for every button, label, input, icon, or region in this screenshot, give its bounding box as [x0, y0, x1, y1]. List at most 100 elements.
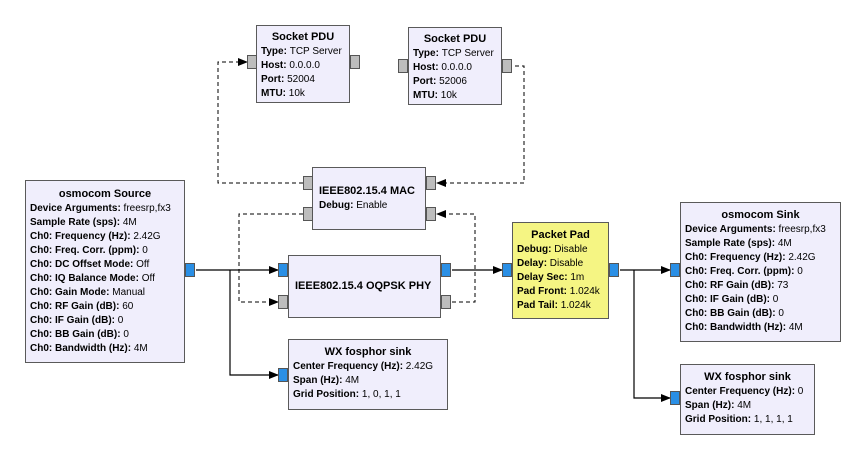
- param-value: 1, 0, 1, 1: [361, 389, 401, 400]
- osmocom-source-out-port[interactable]: [185, 263, 195, 277]
- phy-stream-in-port[interactable]: [278, 263, 288, 277]
- param-value: Off: [141, 273, 155, 284]
- param-value: 2.42G: [788, 252, 816, 263]
- param-value: 4M: [737, 400, 752, 411]
- param-separator: :: [399, 361, 406, 372]
- param-separator: :: [281, 74, 288, 85]
- param-value: 1, 1, 1, 1: [753, 414, 793, 425]
- phy-txin-port[interactable]: [278, 295, 288, 309]
- param-value: TCP Server: [441, 48, 494, 59]
- param-key: Center Frequency (Hz): [293, 361, 400, 372]
- param-value: 0.0.0.0: [289, 60, 320, 71]
- param-separator: :: [136, 245, 143, 256]
- param-separator: :: [283, 46, 290, 57]
- param-separator: :: [433, 76, 440, 87]
- osmocom-sink-block[interactable]: osmocom Sink Device Arguments: freesrp,f…: [680, 202, 841, 342]
- param-separator: :: [771, 280, 778, 291]
- connection-mac-to-socket1[interactable]: [217, 58, 303, 184]
- param-value: 0: [797, 386, 804, 397]
- block-title: Socket PDU: [271, 31, 335, 43]
- block-title: WX fosphor sink: [324, 346, 412, 358]
- param-separator: :: [283, 60, 290, 71]
- socket-pdu-1-pdus-out-port[interactable]: [350, 55, 360, 69]
- block-param: Span (Hz): 4M: [685, 399, 810, 413]
- block-param: Ch0: Frequency (Hz): 2.42G: [30, 230, 180, 244]
- param-key: Ch0: RF Gain (dB): [30, 301, 117, 312]
- wx-fosphor-sink-block-1[interactable]: WX fosphor sink Center Frequency (Hz): 2…: [288, 339, 448, 410]
- param-separator: :: [435, 62, 442, 73]
- param-value: Manual: [112, 287, 146, 298]
- mac-app-in-port[interactable]: [426, 176, 436, 190]
- block-param: Center Frequency (Hz): 0: [685, 385, 810, 399]
- block-param: Ch0: RF Gain (dB): 60: [30, 300, 180, 314]
- param-value: Disable: [549, 258, 584, 269]
- param-key: Center Frequency (Hz): [685, 386, 792, 397]
- param-key: Span (Hz): [685, 400, 732, 411]
- block-param: Ch0: IF Gain (dB): 0: [685, 293, 836, 307]
- block-param: Sample Rate (sps): 4M: [30, 216, 180, 230]
- block-param: Debug: Enable: [319, 199, 421, 213]
- param-key: Ch0: Frequency (Hz): [30, 231, 128, 242]
- block-param: Ch0: IF Gain (dB): 0: [30, 314, 180, 328]
- fosphor-2-in-port[interactable]: [670, 391, 680, 405]
- param-key: Ch0: Frequency (Hz): [685, 252, 783, 263]
- ieee802154-oqpsk-phy-block[interactable]: IEEE802.15.4 OQPSK PHY: [288, 255, 441, 318]
- block-param: Ch0: Freq. Corr. (ppm): 0: [30, 244, 180, 258]
- param-value: 4M: [345, 375, 360, 386]
- param-value: freesrp,fx3: [778, 224, 826, 235]
- block-title: IEEE802.15.4 MAC: [319, 185, 415, 197]
- packet-pad-out-port[interactable]: [609, 263, 619, 277]
- block-param: Grid Position: 1, 0, 1, 1: [293, 388, 443, 402]
- osmocom-source-block[interactable]: osmocom Source Device Arguments: freesrp…: [25, 180, 185, 363]
- block-param: Host: 0.0.0.0: [261, 59, 345, 73]
- block-param: Pad Tail: 1.024k: [517, 299, 604, 313]
- mac-app-out-port[interactable]: [303, 176, 313, 190]
- mac-pdu-out-port[interactable]: [303, 207, 313, 221]
- param-value: 1.024k: [560, 300, 591, 311]
- ieee802154-mac-block[interactable]: IEEE802.15.4 MAC Debug: Enable: [312, 167, 426, 230]
- param-key: Ch0: Bandwidth (Hz): [30, 343, 128, 354]
- param-separator: :: [772, 224, 779, 235]
- param-key: Device Arguments: [30, 203, 118, 214]
- param-separator: :: [771, 238, 778, 249]
- param-separator: :: [782, 252, 789, 263]
- block-title: IEEE802.15.4 OQPSK PHY: [295, 280, 432, 292]
- param-key: Grid Position: [685, 414, 748, 425]
- param-separator: :: [106, 287, 113, 298]
- block-param: Ch0: Bandwidth (Hz): 4M: [30, 342, 180, 356]
- param-key: Type: [261, 46, 284, 57]
- phy-rxout-port[interactable]: [441, 295, 451, 309]
- param-value: Disable: [554, 244, 588, 255]
- block-param: Host: 0.0.0.0: [413, 61, 497, 75]
- param-separator: :: [127, 343, 134, 354]
- param-separator: :: [564, 272, 571, 283]
- socket-pdu-1-pdus-in-port[interactable]: [247, 55, 257, 69]
- param-value: 73: [777, 280, 789, 291]
- param-key: Grid Position: [293, 389, 356, 400]
- connection-phy-to-mac[interactable]: [436, 210, 476, 303]
- connection-packetpad-to-fosphor2[interactable]: [633, 270, 671, 402]
- connection-mac-to-phy[interactable]: [238, 213, 303, 306]
- connection-source-to-fosphor1[interactable]: [229, 270, 279, 379]
- socket-pdu-2-pdus-in-port[interactable]: [398, 59, 408, 73]
- wx-fosphor-sink-block-2[interactable]: WX fosphor sink Center Frequency (Hz): 0…: [680, 364, 815, 435]
- osmocom-sink-in-port[interactable]: [670, 263, 680, 277]
- block-param: Pad Front: 1.024k: [517, 285, 604, 299]
- block-param: Ch0: DC Offset Mode: Off: [30, 258, 180, 272]
- param-value: 4M: [777, 238, 792, 249]
- param-separator: :: [434, 90, 441, 101]
- packet-pad-in-port[interactable]: [502, 263, 512, 277]
- socket-pdu-2-pdus-out-port[interactable]: [502, 59, 512, 73]
- param-separator: :: [435, 48, 442, 59]
- block-param: Device Arguments: freesrp,fx3: [685, 223, 836, 237]
- param-key: MTU: [261, 88, 283, 99]
- param-value: 4M: [788, 322, 803, 333]
- mac-pdu-in-port[interactable]: [426, 207, 436, 221]
- connection-socket2-to-mac[interactable]: [436, 65, 525, 187]
- param-key: Ch0: IQ Balance Mode: [30, 273, 136, 284]
- phy-stream-out-port[interactable]: [441, 263, 451, 277]
- fosphor-1-in-port[interactable]: [278, 368, 288, 382]
